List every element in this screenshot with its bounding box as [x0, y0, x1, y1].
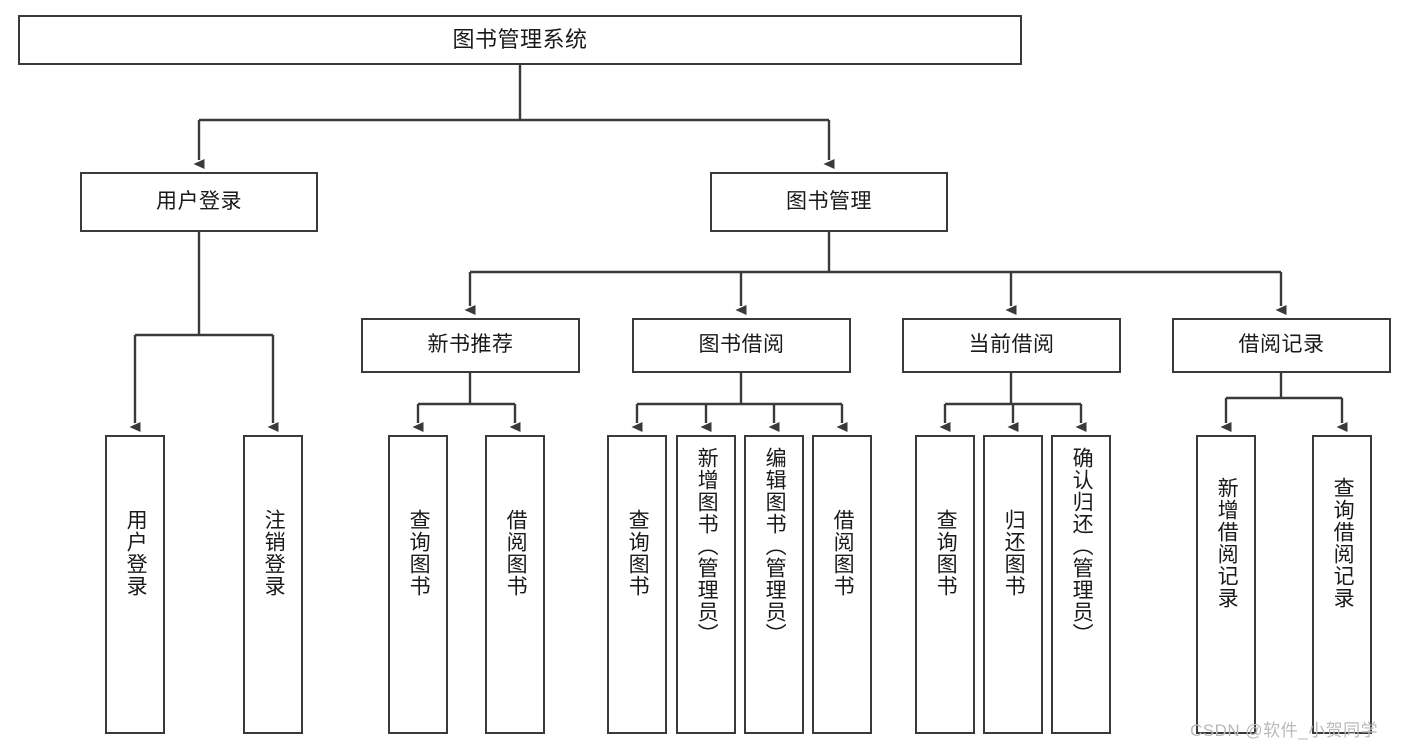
node-current-borrow[interactable]: 当前借阅 — [902, 318, 1121, 373]
node-leaf-borrow-book-1-label: 借阅图书 — [504, 509, 528, 597]
node-book-manage-label: 图书管理 — [786, 189, 872, 213]
node-book-manage[interactable]: 图书管理 — [710, 172, 948, 232]
node-leaf-borrow-book-2[interactable]: 借阅图书 — [812, 435, 872, 734]
node-leaf-confirm-return[interactable]: 确认归还（管理员） — [1051, 435, 1111, 734]
node-leaf-query-book-2-label: 查询图书 — [626, 509, 650, 597]
node-leaf-query-book-2[interactable]: 查询图书 — [607, 435, 667, 734]
node-new-book-rec-label: 新书推荐 — [427, 333, 514, 357]
node-root[interactable]: 图书管理系统 — [18, 15, 1022, 65]
node-root-label: 图书管理系统 — [452, 27, 588, 53]
node-leaf-add-record[interactable]: 新增借阅记录 — [1196, 435, 1256, 734]
node-user-login[interactable]: 用户登录 — [80, 172, 318, 232]
node-leaf-logout-label: 注销登录 — [262, 509, 286, 597]
node-book-borrow[interactable]: 图书借阅 — [632, 318, 851, 373]
node-leaf-confirm-return-label: 确认归还（管理员） — [1070, 447, 1094, 645]
node-leaf-return-book[interactable]: 归还图书 — [983, 435, 1043, 734]
node-new-book-rec[interactable]: 新书推荐 — [361, 318, 580, 373]
node-leaf-return-book-label: 归还图书 — [1002, 509, 1026, 597]
node-book-borrow-label: 图书借阅 — [698, 333, 785, 357]
node-borrow-record[interactable]: 借阅记录 — [1172, 318, 1391, 373]
node-leaf-edit-book-label: 编辑图书（管理员） — [763, 447, 787, 645]
watermark: CSDN @软件_小贺同学 — [1190, 721, 1379, 740]
node-borrow-record-label: 借阅记录 — [1238, 333, 1325, 357]
node-leaf-user-login[interactable]: 用户登录 — [105, 435, 165, 734]
node-user-login-label: 用户登录 — [156, 189, 242, 213]
node-leaf-query-record[interactable]: 查询借阅记录 — [1312, 435, 1372, 734]
node-leaf-edit-book[interactable]: 编辑图书（管理员） — [744, 435, 804, 734]
node-leaf-add-book[interactable]: 新增图书（管理员） — [676, 435, 736, 734]
node-leaf-query-book-1-label: 查询图书 — [407, 509, 431, 597]
node-leaf-user-login-label: 用户登录 — [124, 509, 148, 597]
node-leaf-add-record-label: 新增借阅记录 — [1215, 477, 1239, 609]
node-leaf-borrow-book-2-label: 借阅图书 — [831, 509, 855, 597]
node-leaf-logout[interactable]: 注销登录 — [243, 435, 303, 734]
node-leaf-query-book-3[interactable]: 查询图书 — [915, 435, 975, 734]
node-leaf-query-book-1[interactable]: 查询图书 — [388, 435, 448, 734]
node-leaf-query-book-3-label: 查询图书 — [934, 509, 958, 597]
node-leaf-borrow-book-1[interactable]: 借阅图书 — [485, 435, 545, 734]
node-leaf-query-record-label: 查询借阅记录 — [1331, 477, 1355, 609]
node-current-borrow-label: 当前借阅 — [968, 333, 1055, 357]
node-leaf-add-book-label: 新增图书（管理员） — [695, 447, 719, 645]
